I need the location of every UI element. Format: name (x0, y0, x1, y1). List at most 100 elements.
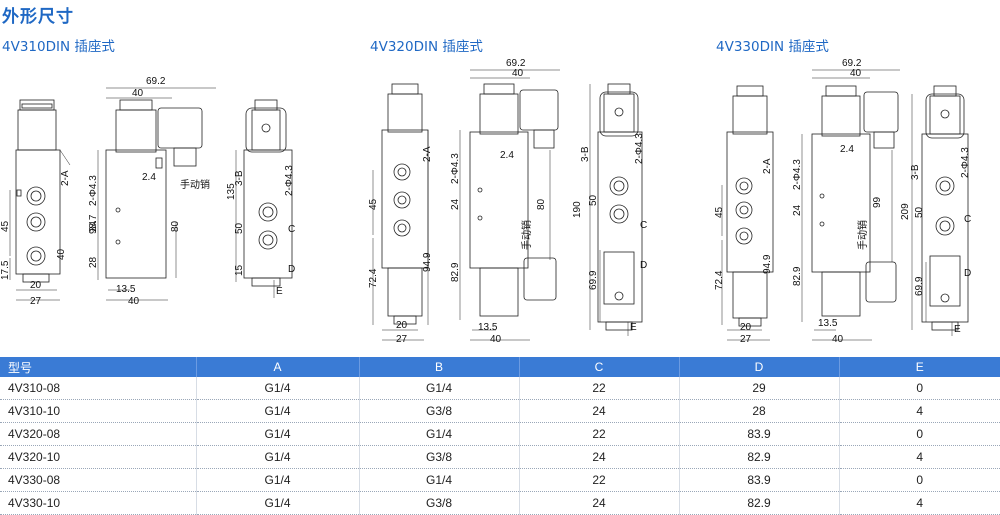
cell-b: G3/8 (359, 491, 520, 515)
drawing-4v310-front (9, 99, 71, 301)
dim-27: 27 (30, 296, 42, 307)
dim-40: 40 (490, 334, 502, 345)
dim-15: 15 (234, 264, 245, 276)
dim-45: 45 (368, 198, 379, 210)
cell-e: 0 (839, 422, 1000, 446)
header-c: C (519, 357, 680, 377)
cell-e: 0 (839, 377, 1000, 400)
cell-a: G1/4 (196, 422, 360, 446)
manual-pin-label: 手动销 (180, 178, 210, 191)
dim-27: 27 (396, 334, 408, 345)
cell-b: G1/4 (359, 422, 520, 446)
dim-50: 50 (914, 206, 925, 218)
dim-d: D (964, 268, 971, 279)
cell-b: G3/8 (359, 399, 520, 423)
dim-3-b: 3-B (580, 146, 591, 162)
dim-45: 45 (0, 220, 11, 232)
dim-69-9: 69.9 (588, 270, 599, 290)
dim-82-9: 82.9 (792, 266, 803, 286)
cell-c: 24 (519, 399, 680, 423)
dim-40: 40 (128, 296, 140, 307)
dim-209: 209 (900, 203, 911, 220)
dim-2-phi-4-3: 2-Φ4.3 (284, 165, 295, 196)
dim-80: 80 (536, 198, 547, 210)
manual-pin-label: 手动销 (520, 220, 533, 250)
dim-2-a: 2-A (60, 170, 71, 186)
dim-40: 40 (850, 68, 862, 79)
cell-c: 24 (519, 491, 680, 515)
cell-model: 4V310-08 (0, 377, 197, 400)
dim-2-4: 2.4 (840, 144, 854, 155)
dim-24: 24 (792, 204, 803, 216)
cell-c: 22 (519, 468, 680, 492)
header-model: 型号 (0, 357, 197, 377)
dim-c: C (964, 214, 971, 225)
page-title: 外形尺寸 (2, 7, 74, 27)
dim-13-5: 13.5 (478, 322, 498, 333)
dim-e: E (954, 324, 961, 335)
cell-b: G3/8 (359, 445, 520, 469)
cell-d: 29 (679, 377, 840, 400)
table-row: 4V330-10 G1/4 G3/8 24 82.9 4 (0, 491, 1000, 515)
dim-24: 24 (450, 198, 461, 210)
dim-69-9: 69.9 (914, 276, 925, 296)
dim-45: 45 (714, 206, 725, 218)
drawing-4v320-rear (589, 83, 643, 336)
cell-e: 4 (839, 399, 1000, 423)
dim-2-phi-4-3: 2-Φ4.3 (450, 153, 461, 184)
table-row: 4V320-08 G1/4 G1/4 22 83.9 0 (0, 422, 1000, 446)
spec-table: 型号 A B C D E 4V310-08 G1/4 G1/4 22 29 0 … (0, 357, 1000, 515)
dim-20: 20 (30, 280, 42, 291)
dim-20: 20 (396, 320, 408, 331)
dim-72-4: 72.4 (368, 268, 379, 288)
dim-d: D (640, 260, 647, 271)
dim-135: 135 (226, 183, 237, 200)
dim-2-phi-4-3: 2-Φ4.3 (792, 159, 803, 190)
dim-24: 24 (88, 220, 99, 232)
cell-a: G1/4 (196, 468, 360, 492)
subtitle-4v320: 4V320DIN 插座式 (370, 39, 483, 55)
dim-3-b: 3-B (910, 164, 921, 180)
table-row: 4V310-08 G1/4 G1/4 22 29 0 (0, 377, 1000, 400)
dim-2-phi-4-3: 2-Φ4.3 (634, 133, 645, 164)
header-e: E (839, 357, 1000, 377)
table-row: 4V330-08 G1/4 G1/4 22 83.9 0 (0, 468, 1000, 492)
dim-28: 28 (88, 256, 99, 268)
dim-13-5: 13.5 (116, 284, 136, 295)
drawing-4v330-rear (911, 85, 969, 336)
table-row: 4V320-10 G1/4 G3/8 24 82.9 4 (0, 445, 1000, 469)
cell-d: 83.9 (679, 468, 840, 492)
cell-model: 4V310-10 (0, 399, 197, 423)
dim-69-2: 69.2 (506, 58, 526, 69)
cell-e: 0 (839, 468, 1000, 492)
header-d: D (679, 357, 840, 377)
cell-d: 82.9 (679, 491, 840, 515)
dim-82-9: 82.9 (450, 262, 461, 282)
dim-50: 50 (234, 222, 245, 234)
subtitle-4v310: 4V310DIN 插座式 (2, 39, 115, 55)
cell-model: 4V330-10 (0, 491, 197, 515)
dim-c: C (640, 220, 647, 231)
drawing-4v330-side (801, 69, 900, 341)
dim-80: 80 (170, 220, 181, 232)
dim-50: 50 (588, 194, 599, 206)
cell-d: 82.9 (679, 445, 840, 469)
cell-d: 83.9 (679, 422, 840, 446)
cell-a: G1/4 (196, 445, 360, 469)
dim-69-2: 69.2 (842, 58, 862, 69)
drawing-4v330-front (721, 85, 774, 341)
dim-190: 190 (572, 201, 583, 218)
drawing-4v310-rear (235, 99, 293, 298)
dim-94-9: 94.9 (422, 252, 433, 272)
header-b: B (359, 357, 520, 377)
cell-a: G1/4 (196, 377, 360, 400)
cell-model: 4V320-10 (0, 445, 197, 469)
dim-2-phi-4-3: 2-Φ4.3 (88, 175, 99, 206)
cell-e: 4 (839, 445, 1000, 469)
subtitle-4v330: 4V330DIN 插座式 (716, 39, 829, 55)
dim-3-b: 3-B (234, 170, 245, 186)
table-header-row: 型号 A B C D E (0, 357, 1000, 377)
cell-c: 24 (519, 445, 680, 469)
dim-20: 20 (740, 322, 752, 333)
dim-13-5: 13.5 (818, 318, 838, 329)
